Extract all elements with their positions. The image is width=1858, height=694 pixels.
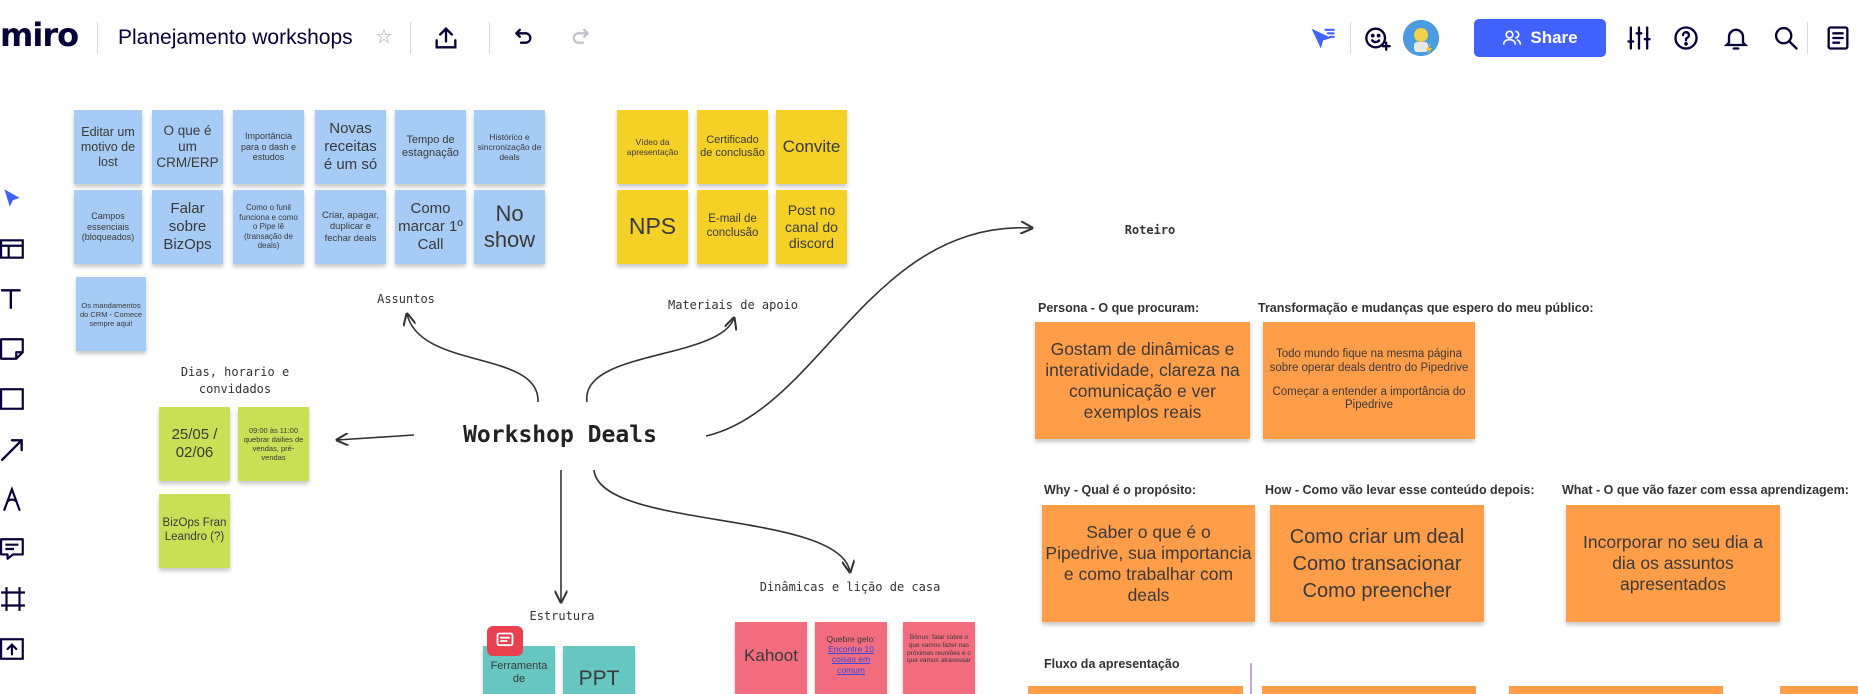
templates-icon[interactable] bbox=[0, 234, 26, 264]
sticky-note[interactable]: Kahoot bbox=[735, 622, 807, 694]
sticky-note[interactable]: E-mail de conclusão bbox=[697, 190, 768, 264]
miro-logo[interactable]: miro bbox=[0, 16, 79, 54]
why-label: Why - Qual é o propósito: bbox=[1044, 483, 1197, 497]
sticky-note[interactable]: Novas receitas é um só bbox=[315, 110, 386, 184]
sticky-note[interactable] bbox=[1262, 686, 1476, 694]
users-icon bbox=[1503, 30, 1522, 45]
sticky-note[interactable]: Campos essenciais (bloqueados) bbox=[74, 190, 142, 264]
arrow-to-assuntos bbox=[407, 314, 539, 403]
notes-icon[interactable] bbox=[1822, 22, 1854, 54]
group-label-dinamicas: Dinâmicas e lição de casa bbox=[759, 580, 941, 594]
sticky-note-text: Começar a entender a importância do Pipe… bbox=[1272, 385, 1466, 412]
sticky-note-text: Quebre gelo: bbox=[826, 634, 876, 644]
sticky-note[interactable]: PPT bbox=[563, 646, 635, 694]
group-label-estrutura: Estrutura bbox=[529, 609, 595, 623]
search-icon[interactable] bbox=[1770, 22, 1802, 54]
sticky-note[interactable]: NPS bbox=[617, 190, 688, 264]
shape-tool-icon[interactable] bbox=[0, 384, 26, 414]
sticky-note[interactable]: 09:00 às 11:00 quebrar dailies de vendas… bbox=[238, 407, 309, 481]
sticky-note[interactable]: Tempo de estagnação bbox=[395, 110, 466, 184]
upload-tool-icon[interactable] bbox=[0, 634, 26, 664]
group-label-materiais: Materiais de apoio bbox=[667, 298, 799, 312]
star-icon[interactable]: ☆ bbox=[375, 26, 393, 48]
top-bar: miro Planejamento workshops ☆ Share bbox=[0, 0, 1858, 76]
connector-tool-icon[interactable] bbox=[0, 434, 26, 464]
sticky-note[interactable]: Vídeo da apresentação bbox=[617, 110, 688, 184]
how-label: How - Como vão levar esse conteúdo depoi… bbox=[1265, 483, 1535, 497]
transformacao-label: Transformação e mudanças que espero do m… bbox=[1258, 301, 1594, 315]
sticky-note-link[interactable]: Encontre 10 coisas em comum bbox=[828, 644, 874, 675]
sticky-note-text: Como criar um deal bbox=[1289, 525, 1465, 548]
divider bbox=[97, 22, 98, 54]
pen-tool-icon[interactable] bbox=[0, 484, 26, 514]
sticky-note[interactable]: Os mandamentos do CRM - Comece sempre aq… bbox=[76, 277, 146, 351]
sticky-note-icon[interactable] bbox=[0, 334, 26, 364]
group-label-dias: Dias, horario e convidados bbox=[180, 365, 290, 396]
sticky-note[interactable] bbox=[1028, 686, 1243, 694]
sticky-note[interactable]: Quebre gelo: Encontre 10 coisas em comum bbox=[815, 622, 887, 694]
board-title[interactable]: Planejamento workshops bbox=[118, 26, 353, 49]
arrow-to-dinamicas bbox=[593, 469, 850, 572]
sticky-note[interactable]: Como marcar 1º Call bbox=[395, 190, 466, 264]
comment-tool-icon[interactable] bbox=[0, 534, 26, 564]
divider bbox=[1350, 22, 1351, 54]
roteiro-title: Roteiro bbox=[1124, 223, 1176, 237]
sticky-note-text: Todo mundo fique na mesma página sobre o… bbox=[1269, 347, 1469, 374]
sticky-note[interactable]: Criar, apagar, duplicar e fechar deals bbox=[315, 190, 386, 264]
sticky-note-what[interactable]: Incorporar no seu dia a dia os assuntos … bbox=[1566, 505, 1780, 622]
sticky-note[interactable]: O que é um CRM/ERP bbox=[152, 110, 223, 184]
help-icon[interactable] bbox=[1670, 22, 1702, 54]
divider bbox=[410, 22, 411, 54]
sticky-note[interactable]: Histórico e sincronização de deals bbox=[474, 110, 545, 184]
sticky-note[interactable]: No show bbox=[474, 190, 545, 264]
sticky-note-why[interactable]: Saber o que é o Pipedrive, sua importanc… bbox=[1042, 505, 1255, 622]
redo-icon[interactable] bbox=[567, 22, 599, 54]
bell-icon[interactable] bbox=[1720, 22, 1752, 54]
sticky-note[interactable]: Importância para o dash e estudos bbox=[233, 110, 304, 184]
group-label-assuntos: Assuntos bbox=[377, 292, 435, 306]
divider bbox=[489, 22, 490, 54]
fluxo-label: Fluxo da apresentação bbox=[1044, 657, 1180, 671]
cursor-filter-icon[interactable] bbox=[1306, 22, 1338, 54]
sticky-note-how[interactable]: Como criar um deal Como transacionar Com… bbox=[1270, 505, 1484, 622]
comment-badge-icon[interactable] bbox=[487, 626, 523, 656]
what-label: What - O que vão fazer com essa aprendiz… bbox=[1562, 483, 1849, 497]
share-button[interactable]: Share bbox=[1474, 19, 1606, 57]
sticky-note[interactable]: 25/05 / 02/06 bbox=[159, 407, 230, 481]
sticky-note[interactable]: Convite bbox=[776, 110, 847, 184]
user-avatar[interactable] bbox=[1403, 20, 1439, 56]
sticky-note[interactable]: Certificado de conclusão bbox=[697, 110, 768, 184]
reaction-icon[interactable] bbox=[1362, 22, 1394, 54]
sticky-note-text: Como transacionar bbox=[1292, 552, 1462, 575]
select-tool-icon[interactable] bbox=[0, 184, 26, 214]
undo-icon[interactable] bbox=[505, 22, 537, 54]
sticky-note[interactable]: Falar sobre BizOps bbox=[152, 190, 223, 264]
divider bbox=[1807, 22, 1808, 54]
sticky-note[interactable]: BizOps Fran Leandro (?) bbox=[159, 494, 230, 568]
sticky-note[interactable]: Como o funil funciona e como o Pipe lê (… bbox=[233, 190, 304, 264]
text-tool-icon[interactable] bbox=[0, 284, 26, 314]
sticky-note[interactable]: Post no canal do discord bbox=[776, 190, 847, 264]
upload-icon[interactable] bbox=[430, 22, 462, 54]
frame-tool-icon[interactable] bbox=[0, 584, 26, 614]
share-label: Share bbox=[1530, 28, 1578, 47]
sticky-note[interactable] bbox=[1780, 686, 1858, 694]
mindmap-center-title[interactable]: Workshop Deals bbox=[463, 422, 657, 448]
sticky-note-text: Como preencher bbox=[1302, 579, 1452, 602]
sticky-note-persona[interactable]: Gostam de dinâmicas e interatividade, cl… bbox=[1035, 322, 1250, 439]
persona-label: Persona - O que procuram: bbox=[1038, 301, 1200, 315]
sticky-note-transformacao[interactable]: Todo mundo fique na mesma página sobre o… bbox=[1263, 322, 1475, 439]
arrow-to-dias bbox=[337, 435, 415, 440]
sticky-note[interactable] bbox=[1509, 686, 1723, 694]
sticky-note[interactable]: Ferramenta de bbox=[483, 646, 555, 694]
sticky-note[interactable]: Editar um motivo de lost bbox=[74, 110, 142, 184]
settings-sliders-icon[interactable] bbox=[1623, 22, 1655, 54]
arrow-to-materiais bbox=[586, 318, 734, 403]
sticky-note[interactable]: Bônus: falar sobre o que vamos fazer nas… bbox=[903, 622, 975, 694]
